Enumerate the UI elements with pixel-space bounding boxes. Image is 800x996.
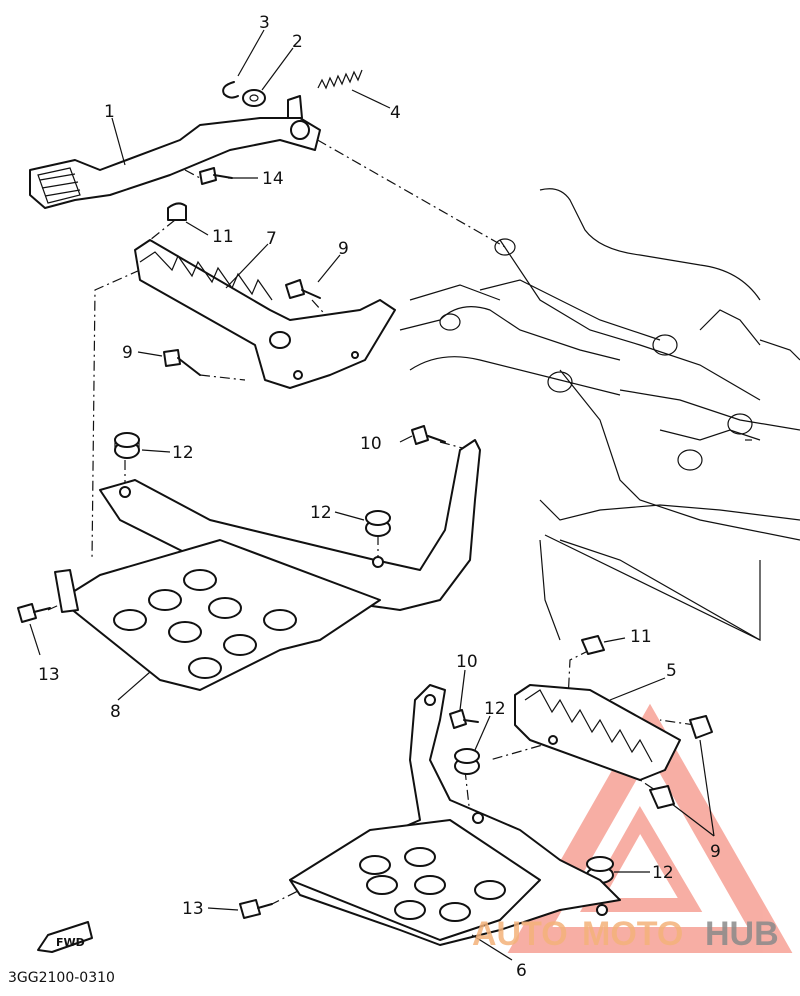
callout-14: 14 <box>262 169 284 189</box>
footrest-bracket <box>134 202 396 389</box>
leader-lines <box>29 29 715 961</box>
callout-8: 8 <box>110 702 121 722</box>
bolt <box>689 715 713 739</box>
callout-9: 9 <box>122 343 133 363</box>
watermark-part3: HUB <box>705 915 779 953</box>
callout-6: 6 <box>516 961 527 981</box>
frame-outline <box>399 188 800 641</box>
callout-12: 12 <box>172 443 194 463</box>
grommet <box>114 432 140 459</box>
diagram-code: 3GG2100-0310 <box>8 970 115 986</box>
skid-plate-assembly <box>54 439 481 691</box>
brake-pedal <box>29 95 321 209</box>
bolt <box>449 709 479 729</box>
callout-10: 10 <box>360 434 382 454</box>
callout-13: 13 <box>182 899 204 919</box>
bolt <box>649 785 675 809</box>
callout-11: 11 <box>212 227 234 247</box>
spring <box>317 69 363 90</box>
bolt <box>17 603 51 623</box>
watermark-text: AUTO MOTO HUB <box>472 915 779 953</box>
grommet <box>454 748 480 775</box>
callout-9: 9 <box>710 842 721 862</box>
nut <box>581 635 605 655</box>
grommet <box>365 510 391 537</box>
watermark-logo <box>507 703 793 953</box>
bolt <box>163 349 201 376</box>
watermark-part1: AUTO <box>472 915 568 953</box>
callout-4: 4 <box>390 103 401 123</box>
footrest <box>514 684 681 781</box>
callout-1: 1 <box>104 102 115 122</box>
fwd-label: FWD <box>56 936 85 949</box>
callout-13: 13 <box>38 665 60 685</box>
callout-12: 12 <box>310 503 332 523</box>
fwd-arrow: FWD <box>37 921 93 953</box>
clip <box>222 81 239 99</box>
bolt <box>285 279 321 299</box>
callout-5: 5 <box>666 661 677 681</box>
washer <box>242 89 266 107</box>
callout-11: 11 <box>630 627 652 647</box>
bolt <box>411 425 446 445</box>
callout-12: 12 <box>652 863 674 883</box>
callout-9: 9 <box>338 239 349 259</box>
callout-3: 3 <box>259 13 270 33</box>
pin <box>199 167 233 185</box>
callout-10: 10 <box>456 652 478 672</box>
skid-plate-assembly <box>289 684 621 946</box>
callout-12: 12 <box>484 699 506 719</box>
bolt <box>239 899 273 919</box>
callout-7: 7 <box>266 229 277 249</box>
callout-2: 2 <box>292 32 303 52</box>
watermark-part2: MOTO <box>582 915 683 953</box>
